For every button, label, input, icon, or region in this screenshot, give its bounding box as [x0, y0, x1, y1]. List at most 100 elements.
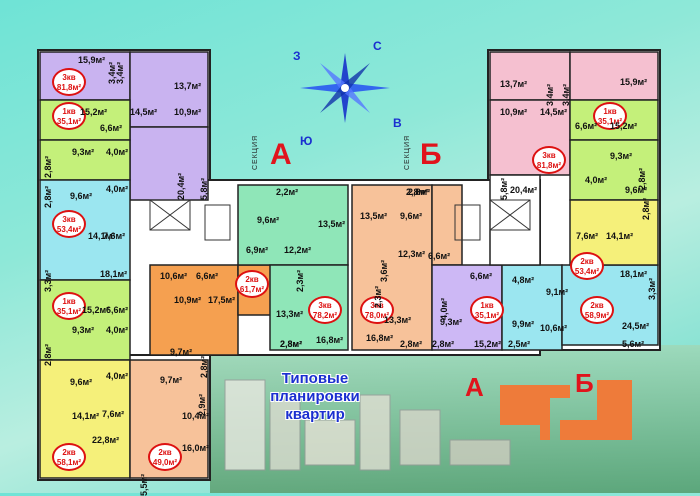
- room-area-label: 6,6м²: [106, 305, 129, 315]
- apartment-area: 35,1м²: [474, 311, 500, 320]
- apartment-area: 58,1м²: [56, 458, 82, 467]
- room-area-label: 10,9м²: [174, 295, 202, 305]
- room-area-label: 4,8м²: [512, 275, 535, 285]
- room-area-label: 2,8м²: [43, 155, 53, 178]
- compass-north: С: [373, 39, 382, 53]
- apartment-area: 78,2м²: [312, 311, 338, 320]
- room-area-label: 10,9м²: [500, 107, 528, 117]
- apartment-rooms: 3кв: [62, 215, 76, 224]
- apartment-rooms: 2кв: [590, 301, 604, 310]
- room-area-label: 4,0м²: [106, 371, 129, 381]
- room-area-label: 12,3м²: [398, 249, 426, 259]
- section-b-letter: Б: [420, 138, 442, 171]
- room-area-label: 9,3м²: [72, 325, 95, 335]
- room-area-label: 15,2м²: [80, 107, 108, 117]
- room-area-label: 18,1м²: [100, 269, 128, 279]
- room-area-label: 14,1м²: [72, 411, 100, 421]
- photo-buildings: [224, 379, 511, 471]
- room-area-label: 14,1м²: [88, 231, 116, 241]
- room-area-label: 9,3м²: [610, 151, 633, 161]
- room-area-label: 3,3м²: [647, 277, 657, 300]
- room-area-label: 18,1м²: [620, 269, 648, 279]
- room-area-label: 15,2м²: [474, 339, 502, 349]
- room-area-label: 13,7м²: [500, 79, 528, 89]
- room-area-label: 2,8м²: [641, 197, 651, 220]
- plans-title: Типовые планировки квартир: [255, 370, 375, 424]
- apartment-area: 49,0м²: [152, 458, 178, 467]
- section-a-word: СЕКЦИЯ: [252, 134, 259, 170]
- room-area-label: 12,2м²: [284, 245, 312, 255]
- apartment-area: 53,4м²: [574, 267, 600, 276]
- section-legend-shapes: [500, 380, 632, 440]
- room-area-label: 13,5м²: [360, 211, 388, 221]
- compass-east: В: [393, 116, 402, 130]
- room-area-label: 5,8м²: [499, 177, 509, 200]
- apartment-rooms: 2кв: [245, 275, 259, 284]
- apartment-area: 61,7м²: [239, 285, 265, 294]
- left-wing: [39, 51, 349, 479]
- apartment-rooms: 1кв: [62, 107, 76, 116]
- room-area-label: 9,6м²: [70, 377, 93, 387]
- apartment-rooms: 1кв: [62, 297, 76, 306]
- compass-rose: [300, 53, 390, 123]
- apartment-rooms: 3кв: [370, 301, 384, 310]
- room-area-label: 9,9м²: [512, 319, 535, 329]
- apartment-area: 78,0м²: [364, 311, 390, 320]
- room-area-label: 9,6м²: [70, 191, 93, 201]
- stairwells: [149, 199, 531, 241]
- room-area-label: 24,5м²: [622, 321, 650, 331]
- title-line-3: квартир: [285, 406, 345, 423]
- compass-south: Ю: [300, 134, 313, 148]
- room-area-label: 7,6м²: [576, 231, 599, 241]
- room-area-label: 20,4м²: [176, 172, 186, 200]
- room-area-label: 13,7м²: [174, 81, 202, 91]
- room-area-label: 10,9м²: [174, 107, 202, 117]
- room-area-label: 9,6м²: [257, 215, 280, 225]
- room-area-label: 9,7м²: [170, 347, 193, 357]
- room-area-label: 10,4м²: [182, 411, 210, 421]
- room-area-label: 6,6м²: [196, 271, 219, 281]
- room-area-label: 2,5м²: [508, 339, 531, 349]
- room-area-label: 16,8м²: [316, 335, 344, 345]
- room-area-label: 3,6м²: [379, 259, 389, 282]
- room-area-label: 2,8м²: [408, 187, 431, 197]
- room-area-label: 6,6м²: [100, 123, 123, 133]
- room-area-label: 4,0м²: [585, 175, 608, 185]
- apartment-rooms: 2кв: [158, 448, 172, 457]
- room-area-label: 9,6м²: [625, 185, 648, 195]
- apartment-area: 35,1м²: [56, 307, 82, 316]
- room-area-label: 2,8м²: [199, 355, 209, 378]
- section-a-letter: А: [270, 138, 292, 171]
- room-area-label: 9,1м²: [546, 287, 569, 297]
- room-area-label: 2,8м²: [432, 339, 455, 349]
- apartment-area: 81,8м²: [56, 83, 82, 92]
- apartment-area: 58,9м²: [584, 311, 610, 320]
- apartment-rooms: 1кв: [480, 301, 494, 310]
- compass-west: З: [293, 49, 301, 63]
- room-area-label: 9,3м²: [440, 317, 463, 327]
- room-area-label: 16,8м²: [366, 333, 394, 343]
- room-area-label: 4,0м²: [106, 325, 129, 335]
- apartment-area: 35,1м²: [56, 117, 82, 126]
- room-area-label: 20,4м²: [510, 185, 538, 195]
- room-area-label: 9,3м²: [72, 147, 95, 157]
- room-area-label: 10,6м²: [540, 323, 568, 333]
- apartment-rooms: 3кв: [542, 151, 556, 160]
- room-area-label: 15,2м²: [82, 305, 110, 315]
- room-area-label: 3,4м²: [115, 61, 125, 84]
- room-area-label: 13,3м²: [384, 315, 412, 325]
- room-area-label: 3,4м²: [545, 83, 555, 106]
- room-area-label: 2,8м²: [43, 343, 53, 366]
